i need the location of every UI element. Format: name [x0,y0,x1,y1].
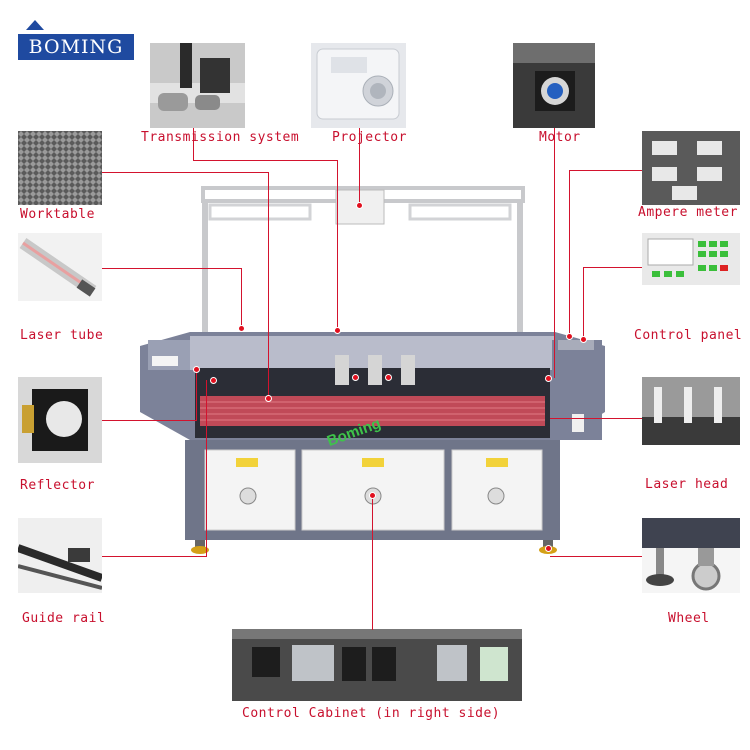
ampere-meter-marker [566,333,573,340]
reflector-marker [193,366,200,373]
worktable-leader [102,172,269,173]
reflector-leader [196,369,197,421]
transmission-system-photo [150,43,245,128]
ampere-meter-label: Ampere meter [638,205,738,220]
control-cabinet-label: Control Cabinet (in right side) [242,706,501,721]
reflector-photo [18,377,102,463]
laser-head-label: Laser head [645,477,729,492]
guide-rail-marker [210,377,217,384]
ampere-meter-leader [569,170,570,336]
worktable-label: Worktable [20,207,95,222]
transmission-system-leader [193,128,194,161]
logo-house-icon [26,20,44,30]
control-cabinet-leader [372,495,373,630]
laser-head-marker-1 [352,374,359,381]
wheel-label: Wheel [668,611,710,626]
guide-rail-label: Guide rail [22,611,106,626]
brand-logo: BOMING [18,14,134,64]
projector-marker [356,202,363,209]
laser-tube-leader [241,268,242,328]
control-panel-leader [583,267,584,339]
projector-label: Projector [332,130,407,145]
control-panel-leader [583,267,642,268]
worktable-photo [18,131,102,205]
guide-rail-leader [102,556,207,557]
reflector-label: Reflector [20,478,95,493]
laser-tube-leader [102,268,242,269]
transmission-system-leader [337,160,338,330]
control-panel-label: Control panel [634,328,743,343]
brand-name: BOMING [18,34,134,60]
laser-tube-marker [238,325,245,332]
wheel-photo [642,518,740,593]
wheel-marker [545,545,552,552]
laser-head-leader [550,418,642,419]
motor-leader [554,128,555,378]
control-cabinet-marker [369,492,376,499]
ampere-meter-leader [569,170,642,171]
worktable-marker [265,395,272,402]
control-cabinet-photo [232,629,522,701]
worktable-leader [268,172,269,398]
motor-photo [513,43,595,128]
transmission-system-label: Transmission system [141,130,300,145]
guide-rail-photo [18,518,102,593]
laser-tube-photo [18,233,102,301]
reflector-leader [102,420,197,421]
laser-head-marker-2 [385,374,392,381]
transmission-system-leader [193,160,338,161]
projector-leader [359,128,360,206]
laser-tube-label: Laser tube [20,328,104,343]
wheel-leader [550,556,642,557]
guide-rail-leader [206,380,207,557]
motor-label: Motor [539,130,581,145]
control-panel-marker [580,336,587,343]
control-panel-photo [642,233,740,285]
motor-marker [545,375,552,382]
transmission-system-marker [334,327,341,334]
ampere-meter-photo [642,131,740,205]
projector-photo [311,43,406,128]
laser-head-photo [642,377,740,445]
